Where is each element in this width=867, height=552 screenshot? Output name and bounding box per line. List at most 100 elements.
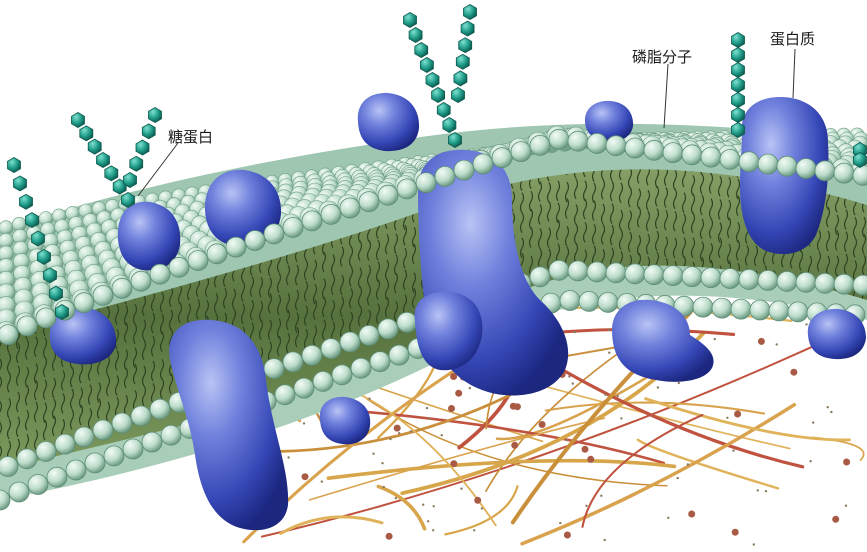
phospholipid-head xyxy=(739,269,759,289)
phospholipid-head xyxy=(351,358,371,378)
particle xyxy=(303,422,305,424)
phospholipid-head xyxy=(283,352,303,372)
phospholipid-head xyxy=(340,198,360,218)
particle xyxy=(564,532,571,539)
phospholipid-head xyxy=(93,420,113,440)
particle xyxy=(732,449,734,451)
phospholipid-head xyxy=(587,133,607,153)
particle xyxy=(321,480,323,482)
phospholipid-head xyxy=(389,345,409,365)
phospholipid-head xyxy=(0,221,13,235)
fiber xyxy=(445,486,517,534)
sugar-unit xyxy=(26,213,39,228)
sugar-unit xyxy=(449,133,462,148)
particle xyxy=(426,407,428,409)
sugar-unit xyxy=(50,286,63,301)
particle xyxy=(568,375,570,377)
phospholipid-head xyxy=(454,160,474,180)
phospholipid-head xyxy=(701,268,721,288)
particle xyxy=(450,460,457,467)
phospholipid-head xyxy=(712,298,732,318)
phospholipid-head xyxy=(663,266,683,286)
particle xyxy=(809,460,811,462)
sugar-unit xyxy=(14,176,27,191)
particle xyxy=(287,456,289,458)
label-protein: 蛋白质 xyxy=(770,30,815,48)
particle xyxy=(441,434,443,436)
particle xyxy=(608,352,610,354)
particle xyxy=(381,462,383,464)
phospholipid-head xyxy=(511,142,531,162)
particle xyxy=(753,543,755,545)
phospholipid-head xyxy=(123,439,143,459)
phospholipid-head xyxy=(275,385,295,405)
sugar-unit xyxy=(732,93,745,108)
phospholipid-head xyxy=(302,211,322,231)
phospholipid-head xyxy=(321,204,341,224)
particle xyxy=(539,421,546,428)
particle xyxy=(758,338,765,345)
sugar-unit xyxy=(432,88,445,103)
phospholipid-head xyxy=(777,156,797,176)
particle xyxy=(812,421,814,423)
phospholipid-head xyxy=(815,161,835,181)
phospholipid-head xyxy=(294,378,314,398)
phospholipid-head xyxy=(332,365,352,385)
particle xyxy=(732,529,739,536)
phospholipid-head xyxy=(283,217,303,237)
phospholipid-head xyxy=(131,406,151,426)
particle xyxy=(432,529,434,531)
particle xyxy=(688,511,695,518)
phospholipid-head xyxy=(397,179,417,199)
sugar-unit xyxy=(56,305,69,320)
particle xyxy=(587,456,594,463)
sugar-unit xyxy=(8,158,21,173)
particle xyxy=(368,398,370,400)
particle xyxy=(678,382,680,384)
particle xyxy=(726,417,728,419)
particle xyxy=(473,529,475,531)
phospholipid-head xyxy=(625,264,645,284)
label-phospholipid: 磷脂分子 xyxy=(632,48,692,66)
phospholipid-head xyxy=(720,269,740,289)
sugar-unit xyxy=(459,38,472,53)
particle xyxy=(734,411,741,418)
phospholipid-head xyxy=(340,332,360,352)
particle xyxy=(608,329,610,331)
phospholipid-head xyxy=(739,152,759,172)
phospholipid-head xyxy=(169,257,189,277)
particle xyxy=(617,395,619,397)
particle xyxy=(566,439,568,441)
particle xyxy=(395,497,397,499)
phospholipid-head xyxy=(720,149,740,169)
phospholipid-head xyxy=(777,271,797,291)
phospholipid-head xyxy=(264,224,284,244)
particle xyxy=(410,430,412,432)
particle xyxy=(600,495,602,497)
sugar-unit xyxy=(732,108,745,123)
particle xyxy=(843,459,850,466)
protein-small-lower xyxy=(320,397,370,444)
particle xyxy=(372,453,374,455)
particle xyxy=(389,438,391,440)
sugar-unit xyxy=(732,78,745,93)
particle xyxy=(657,386,659,388)
particle xyxy=(757,489,759,491)
phospholipid-head xyxy=(568,131,588,151)
phospholipid-head xyxy=(207,244,227,264)
phospholipid-head xyxy=(74,427,94,447)
phospholipid-head xyxy=(359,192,379,212)
sugar-unit xyxy=(88,139,101,154)
phospholipid-head xyxy=(473,154,493,174)
sugar-unit xyxy=(142,124,155,139)
sugar-unit xyxy=(732,48,745,63)
phospholipid-head xyxy=(0,325,18,345)
phospholipid-head xyxy=(731,299,751,319)
sugar-unit xyxy=(124,173,137,188)
phospholipid-head xyxy=(530,135,550,155)
phospholipid-head xyxy=(55,434,75,454)
particle xyxy=(604,394,606,396)
sugar-unit xyxy=(464,5,477,20)
phospholipid-head xyxy=(112,413,132,433)
phospholipid-head xyxy=(150,399,170,419)
